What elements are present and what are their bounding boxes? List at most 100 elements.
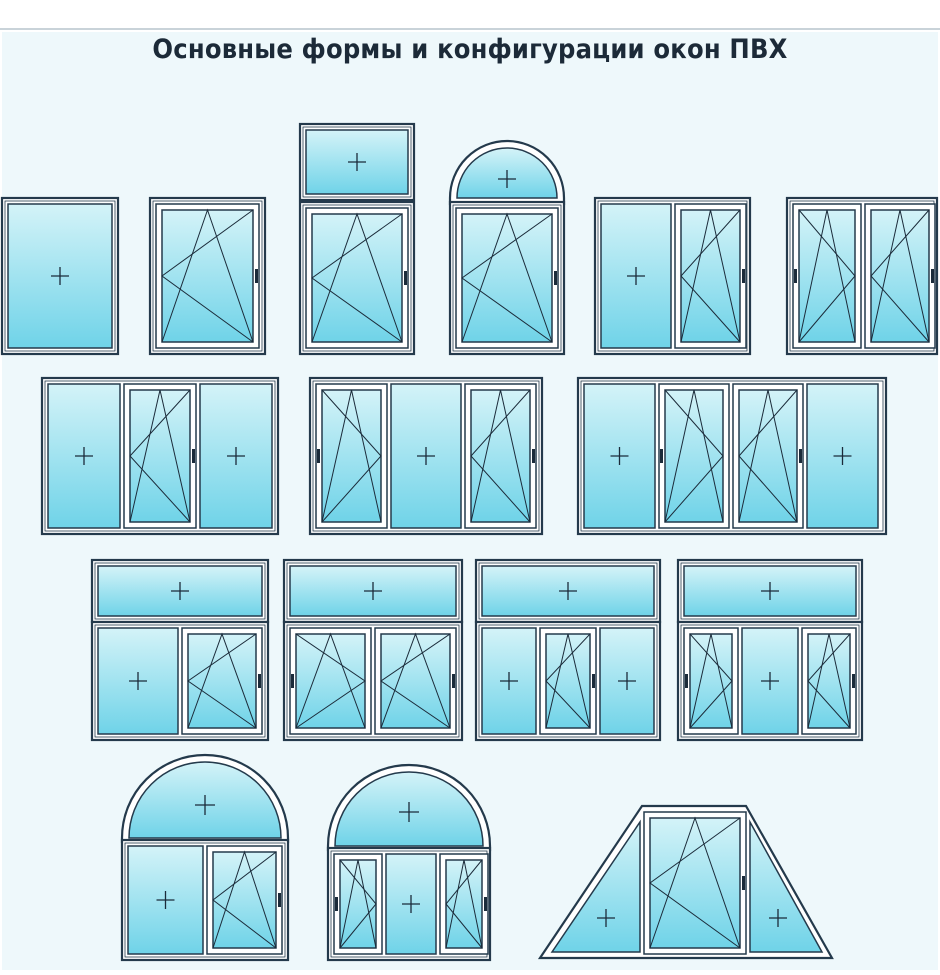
fixed-cross-icon bbox=[402, 895, 420, 913]
turn-open-line bbox=[295, 633, 366, 729]
turn-open-line bbox=[545, 633, 591, 729]
fixed-cross-icon bbox=[417, 447, 435, 465]
tilt-open-line bbox=[295, 632, 366, 729]
window-arch-two-bottom-inner bbox=[124, 842, 286, 958]
window-transom-three-sash-bottom-inner bbox=[680, 624, 860, 738]
turn-open-line bbox=[470, 389, 531, 523]
fixed-cross-icon bbox=[610, 447, 629, 465]
handle-icon bbox=[255, 269, 258, 283]
handle-icon bbox=[852, 674, 855, 688]
window-transom-two-top-inner bbox=[94, 562, 266, 620]
turn-open-line bbox=[664, 389, 724, 523]
turn-open-line bbox=[321, 389, 382, 523]
windows-group bbox=[0, 122, 939, 962]
tilt-open-line bbox=[798, 209, 856, 343]
top-bar-line bbox=[0, 28, 940, 30]
sash-glass bbox=[870, 209, 930, 343]
fixed-cross-icon bbox=[761, 672, 779, 690]
window-transom-three-bottom-inner bbox=[478, 624, 658, 738]
tilt-open-line bbox=[680, 209, 741, 343]
turn-open-line bbox=[445, 859, 483, 949]
handle-icon bbox=[452, 674, 455, 688]
window-transom-two-bottom-inner bbox=[94, 624, 266, 738]
window-arch-bottom-inner bbox=[452, 204, 562, 352]
tilt-open-line bbox=[380, 632, 451, 729]
sash-glass bbox=[295, 633, 366, 729]
handle-icon bbox=[278, 893, 281, 907]
handle-icon bbox=[794, 269, 797, 283]
sash-glass bbox=[212, 851, 277, 949]
handle-icon bbox=[742, 269, 745, 283]
fixed-cross-icon bbox=[195, 795, 215, 815]
fixed-cross-icon bbox=[627, 267, 645, 285]
fixed-cross-icon bbox=[559, 582, 577, 600]
fixed-cross-icon bbox=[171, 582, 189, 600]
turn-open-line bbox=[161, 209, 254, 343]
fixed-cross-icon bbox=[769, 909, 787, 927]
turn-open-line bbox=[649, 817, 741, 949]
tilt-open-line bbox=[807, 633, 851, 729]
turn-open-line bbox=[311, 213, 403, 343]
diagram-title: Основные формы и конфигурации окон ПВХ bbox=[152, 34, 788, 65]
sash-glass bbox=[380, 633, 451, 729]
sash-glass bbox=[321, 389, 382, 523]
turn-open-line bbox=[187, 633, 257, 729]
sash-glass bbox=[339, 859, 377, 949]
window-transom-top-inner bbox=[302, 126, 412, 198]
tilt-open-line bbox=[461, 212, 553, 343]
fixed-cross-icon bbox=[348, 153, 366, 171]
sash-glass bbox=[461, 213, 553, 343]
turn-open-line bbox=[461, 213, 553, 343]
handle-icon bbox=[685, 674, 688, 688]
sash-glass bbox=[470, 389, 531, 523]
turn-open-line bbox=[129, 389, 191, 523]
handle-icon bbox=[660, 449, 663, 463]
window-transom-bottom-inner bbox=[302, 204, 412, 352]
handle-icon bbox=[931, 269, 934, 283]
sash-glass bbox=[649, 817, 741, 949]
fixed-cross-icon bbox=[156, 891, 175, 909]
tilt-open-line bbox=[129, 389, 191, 523]
tilt-open-line bbox=[321, 389, 382, 523]
tilt-open-line bbox=[445, 859, 483, 949]
handle-icon bbox=[317, 449, 320, 463]
fixed-cross-icon bbox=[618, 672, 636, 690]
sash-glass bbox=[798, 209, 856, 343]
fixed-cross-icon bbox=[833, 447, 852, 465]
tilt-open-line bbox=[161, 208, 254, 343]
fixed-cross-icon bbox=[399, 802, 419, 822]
turn-open-line bbox=[807, 633, 851, 729]
sash-glass bbox=[680, 209, 741, 343]
handle-icon bbox=[592, 674, 595, 688]
tilt-open-line bbox=[689, 633, 733, 729]
fixed-cross-icon bbox=[75, 447, 93, 465]
turn-open-line bbox=[870, 209, 930, 343]
handle-icon bbox=[291, 674, 294, 688]
turn-open-line bbox=[380, 633, 451, 729]
window-three-pane-center-sash-inner bbox=[44, 380, 276, 532]
sash-glass bbox=[689, 633, 733, 729]
handle-icon bbox=[742, 876, 745, 890]
fixed-cross-icon bbox=[364, 582, 382, 600]
trapezoid-left-glass bbox=[550, 819, 641, 953]
handle-icon bbox=[258, 674, 261, 688]
tilt-open-line bbox=[870, 209, 930, 343]
sash-glass bbox=[545, 633, 591, 729]
window-four-pane-inner bbox=[580, 380, 884, 532]
tilt-open-line bbox=[339, 859, 377, 949]
tilt-open-line bbox=[311, 212, 403, 343]
window-transom-three-sash-top-inner bbox=[680, 562, 860, 620]
window-tilt-turn-single-inner bbox=[152, 200, 263, 352]
tilt-open-line bbox=[738, 389, 798, 523]
fixed-cross-icon bbox=[51, 267, 69, 285]
sash-glass bbox=[311, 213, 403, 343]
handle-icon bbox=[335, 897, 338, 911]
fixed-cross-icon bbox=[500, 672, 518, 690]
turn-open-line bbox=[689, 633, 733, 729]
window-transom-double-bottom-inner bbox=[286, 624, 460, 738]
handle-icon bbox=[799, 449, 802, 463]
sash-glass bbox=[664, 389, 724, 523]
fixed-cross-icon bbox=[227, 447, 245, 465]
